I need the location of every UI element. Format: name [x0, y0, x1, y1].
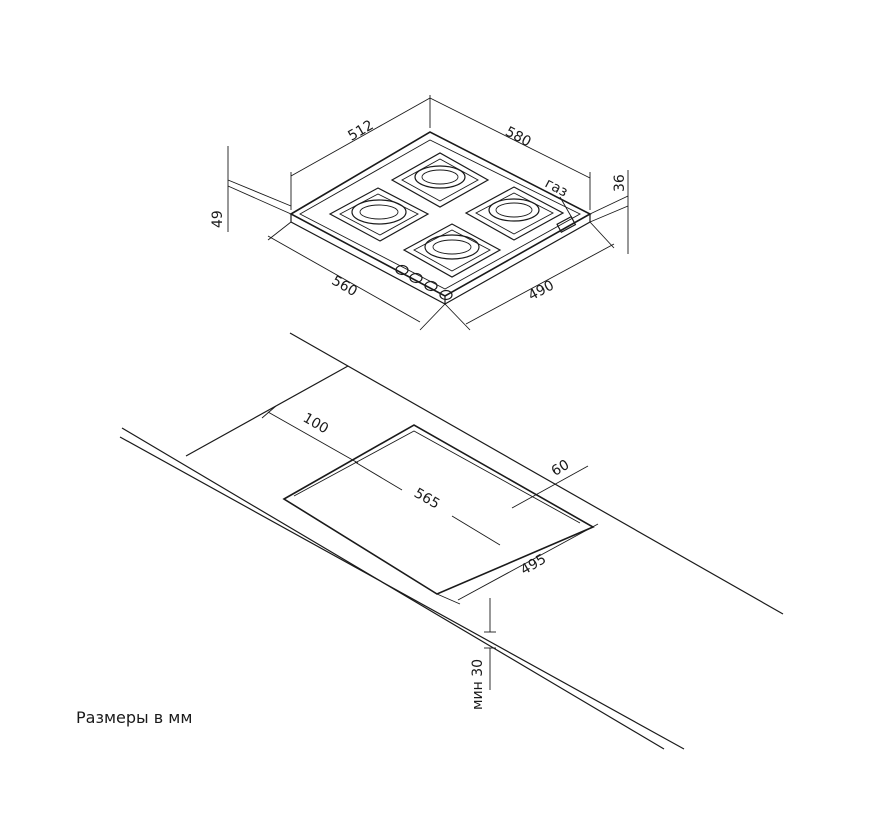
- knob-3: [424, 280, 438, 292]
- dim-495: 495: [518, 551, 549, 578]
- hob: газ 512 580 560 490: [210, 95, 629, 331]
- gas-leader: [559, 196, 573, 219]
- hob-inner-plate: [299, 139, 581, 290]
- dim-49: 49: [210, 210, 226, 228]
- dim-60: 60: [549, 457, 572, 480]
- hob-right-edge: [444, 214, 591, 305]
- burner-left: [328, 187, 430, 242]
- countertop: 100 60 565 495 мин 30: [119, 332, 784, 750]
- dim-cutout-width: 565: [354, 461, 501, 546]
- countertop-left-edge: [185, 365, 349, 457]
- burner-right: [464, 186, 565, 241]
- countertop-front-edge-bottom: [119, 436, 685, 750]
- dim-490: 490: [526, 277, 557, 304]
- dim-height-total: 49: [210, 146, 292, 232]
- knob-2: [409, 272, 423, 284]
- dim-560: 560: [329, 273, 360, 300]
- dim-offset-front: 60: [511, 457, 589, 509]
- hob-front-edge: [290, 214, 446, 305]
- countertop-back-edge: [289, 332, 784, 615]
- dim-580: 580: [503, 124, 534, 151]
- hob-top-plate: [289, 131, 592, 297]
- burner-back: [390, 152, 490, 208]
- knob-1: [395, 264, 409, 276]
- dim-offset-back: 100: [261, 405, 359, 464]
- gas-connector: [556, 215, 577, 233]
- dim-565: 565: [411, 485, 442, 512]
- cutout-outline: [282, 424, 595, 595]
- gas-label: газ: [542, 175, 570, 200]
- units-caption: Размеры в мм: [76, 708, 193, 727]
- dim-width-front: 560: [267, 221, 446, 331]
- cutout-inner-edge: [293, 430, 581, 524]
- burner-front: [402, 223, 502, 278]
- dim-height-body: 36: [589, 170, 629, 254]
- dim-36: 36: [612, 174, 628, 192]
- dim-min-thickness: мин 30: [470, 598, 496, 710]
- control-knobs: [395, 264, 453, 301]
- burner-left: [328, 187, 430, 242]
- dim-min-30: мин 30: [470, 659, 486, 710]
- dim-512: 512: [345, 117, 376, 144]
- dim-width-back: 512: [290, 95, 431, 210]
- knob-4: [439, 289, 453, 301]
